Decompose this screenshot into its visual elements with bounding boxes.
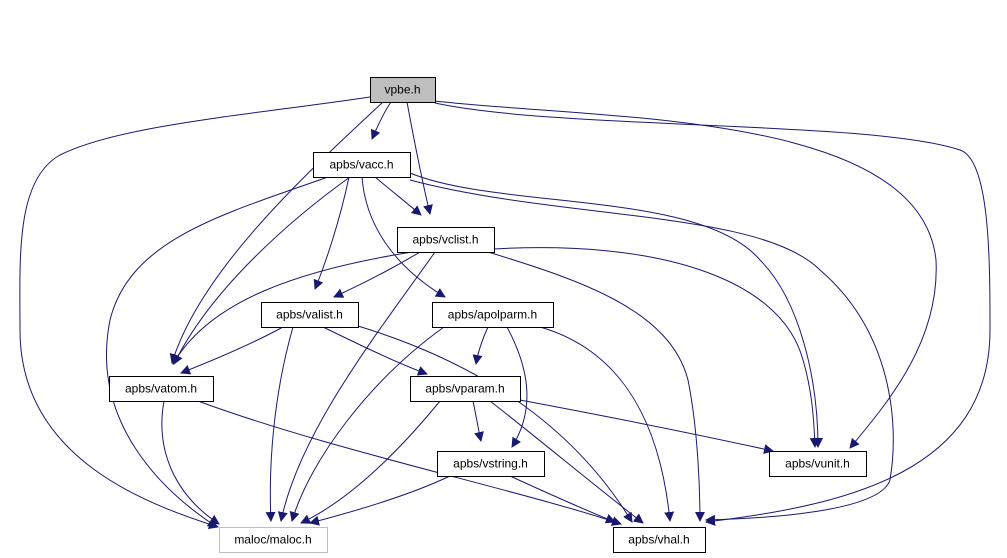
edge-vclist-to-maloc <box>277 251 436 522</box>
edge-vstring-to-maloc <box>309 475 451 526</box>
edge-valist-to-vatom <box>180 326 284 375</box>
node-box-vunit[interactable] <box>769 451 867 477</box>
node-label-vparam: apbs/vparam.h <box>425 382 504 396</box>
node-vatom[interactable]: apbs/vatom.h <box>109 376 214 402</box>
edge-vparam-to-vstring <box>472 400 484 442</box>
edge-vclist-to-valist <box>333 251 421 298</box>
edge-vatom-to-vhal <box>197 400 622 526</box>
node-box-valist[interactable] <box>261 302 359 328</box>
edge-valist-to-vparam <box>322 326 428 376</box>
node-vhal[interactable]: apbs/vhal.h <box>613 527 706 553</box>
edge-apolparm-to-vhal <box>539 326 675 522</box>
node-box-vatom[interactable] <box>109 376 214 402</box>
edge-vstring-to-vhal <box>509 475 616 524</box>
node-box-vclist[interactable] <box>397 227 495 253</box>
edge-apolparm-to-vparam <box>472 326 489 365</box>
edge-apolparm-to-maloc <box>289 326 445 522</box>
edge-vpbe-to-vatom <box>169 101 384 364</box>
node-label-vunit: apbs/vunit.h <box>785 457 850 471</box>
edges-layer <box>19 96 991 529</box>
node-vunit[interactable]: apbs/vunit.h <box>769 451 867 477</box>
node-box-vpbe[interactable] <box>370 77 436 103</box>
node-box-vparam[interactable] <box>410 376 521 402</box>
edge-vclist-to-vunit <box>493 247 820 448</box>
edge-vparam-to-vhal <box>489 400 644 524</box>
node-label-apolparm: apbs/apolparm.h <box>448 308 537 322</box>
node-box-vhal[interactable] <box>613 527 706 553</box>
node-label-maloc: maloc/maloc.h <box>234 533 311 547</box>
edge-vacc-to-apolparm <box>361 176 446 298</box>
edge-vpbe-to-vunit <box>434 100 937 449</box>
node-label-vatom: apbs/vatom.h <box>125 382 197 396</box>
node-vacc[interactable]: apbs/vacc.h <box>313 152 411 178</box>
edge-vacc-to-vhal <box>409 179 894 525</box>
edge-vclist-to-vhal <box>487 251 705 522</box>
edge-vpbe-to-maloc <box>19 96 371 529</box>
edge-apolparm-to-vstring <box>506 326 528 448</box>
node-vpbe[interactable]: vpbe.h <box>370 77 436 103</box>
edge-vacc-to-maloc <box>106 176 329 528</box>
edge-vclist-to-vatom <box>172 251 413 365</box>
edge-vacc-to-vclist <box>374 176 422 216</box>
edge-vatom-to-maloc <box>161 400 220 525</box>
node-box-vstring[interactable] <box>437 451 545 477</box>
node-box-apolparm[interactable] <box>432 302 554 328</box>
edge-vpbe-to-vclist <box>406 101 433 215</box>
edge-vpbe-to-vhal <box>434 102 991 526</box>
edge-vpbe-to-vacc <box>370 101 392 140</box>
edge-vacc-to-vatom <box>173 176 351 365</box>
node-vstring[interactable]: apbs/vstring.h <box>437 451 545 477</box>
node-valist[interactable]: apbs/valist.h <box>261 302 359 328</box>
node-label-vacc: apbs/vacc.h <box>329 158 393 172</box>
node-maloc[interactable]: maloc/maloc.h <box>219 527 328 553</box>
edge-vacc-to-valist <box>313 176 350 290</box>
node-label-vpbe: vpbe.h <box>384 83 420 97</box>
edge-valist-to-maloc <box>265 326 294 522</box>
node-vparam[interactable]: apbs/vparam.h <box>410 376 521 402</box>
edge-vparam-to-maloc <box>300 400 441 524</box>
nodes-layer: vpbe.h apbs/vacc.h apbs/vclist.h apbs/valis… <box>109 77 867 553</box>
node-vclist[interactable]: apbs/vclist.h <box>397 227 495 253</box>
node-label-vhal: apbs/vhal.h <box>628 533 689 547</box>
edge-valist-to-vhal <box>357 325 633 523</box>
node-label-vclist: apbs/vclist.h <box>412 233 478 247</box>
edge-vparam-to-vunit <box>519 399 774 454</box>
node-box-maloc[interactable] <box>219 527 328 553</box>
node-label-vstring: apbs/vstring.h <box>453 457 528 471</box>
node-apolparm[interactable]: apbs/apolparm.h <box>432 302 554 328</box>
node-box-vacc[interactable] <box>313 152 411 178</box>
node-label-valist: apbs/valist.h <box>276 308 343 322</box>
edge-vacc-to-vunit <box>409 172 823 448</box>
